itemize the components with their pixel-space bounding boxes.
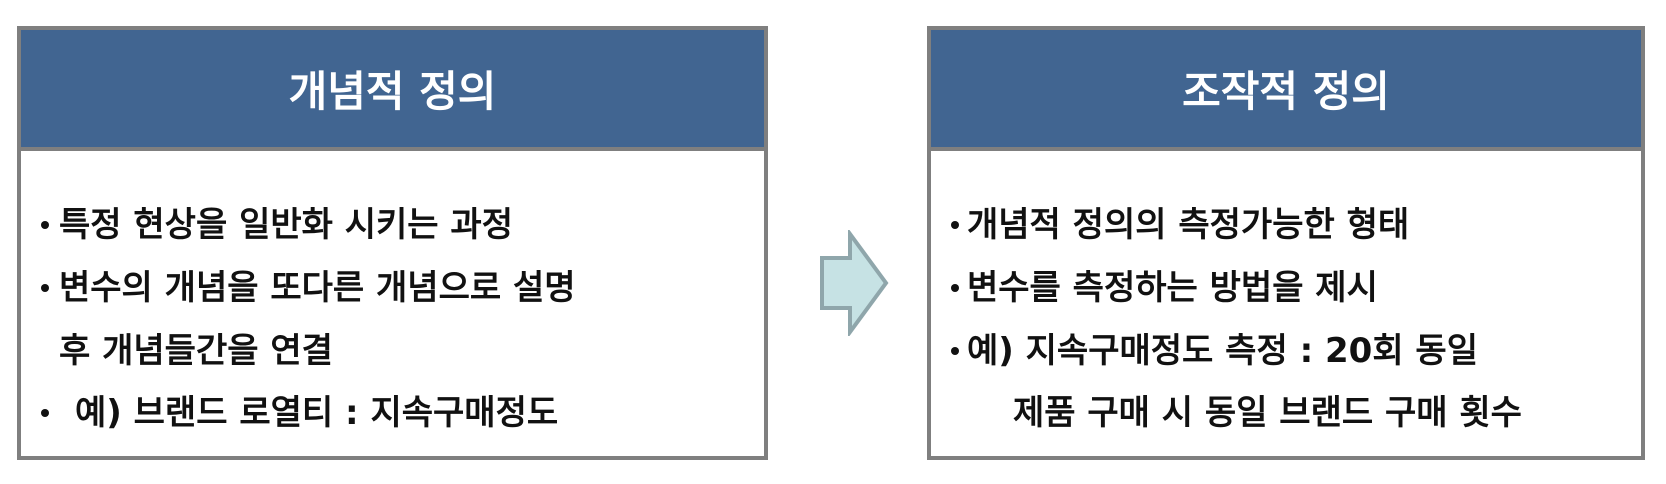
operational-definition-title: 조작적 정의: [931, 30, 1641, 151]
conceptual-line-3: 후 개념들간을 연결: [59, 331, 333, 371]
conceptual-line-4: 예) 브랜드 로열티 : 지속구매정도: [75, 393, 559, 433]
bullet-icon: [951, 347, 959, 355]
bullet-icon: [41, 221, 49, 229]
conceptual-line-1: 특정 현상을 일반화 시키는 과정: [59, 205, 513, 245]
bullet-icon: [41, 409, 49, 417]
operational-definition-box: 조작적 정의 개념적 정의의 측정가능한 형태 변수를 측정하는 방법을 제시 …: [927, 26, 1645, 460]
bullet-icon: [951, 284, 959, 292]
operational-line-4: 제품 구매 시 동일 브랜드 구매 횟수: [1013, 393, 1522, 433]
bullet-icon: [951, 221, 959, 229]
operational-line-1: 개념적 정의의 측정가능한 형태: [967, 205, 1410, 245]
conceptual-definition-title: 개념적 정의: [21, 30, 764, 151]
right-arrow-icon: [820, 230, 889, 336]
right-arrow-shape: [820, 230, 889, 336]
conceptual-definition-box: 개념적 정의 특정 현상을 일반화 시키는 과정 변수의 개념을 또다른 개념으…: [17, 26, 768, 460]
operational-line-3: 예) 지속구매정도 측정 : 20회 동일: [967, 331, 1478, 371]
bullet-icon: [41, 284, 49, 292]
conceptual-line-2: 변수의 개념을 또다른 개념으로 설명: [59, 268, 576, 308]
operational-line-2: 변수를 측정하는 방법을 제시: [967, 268, 1378, 308]
